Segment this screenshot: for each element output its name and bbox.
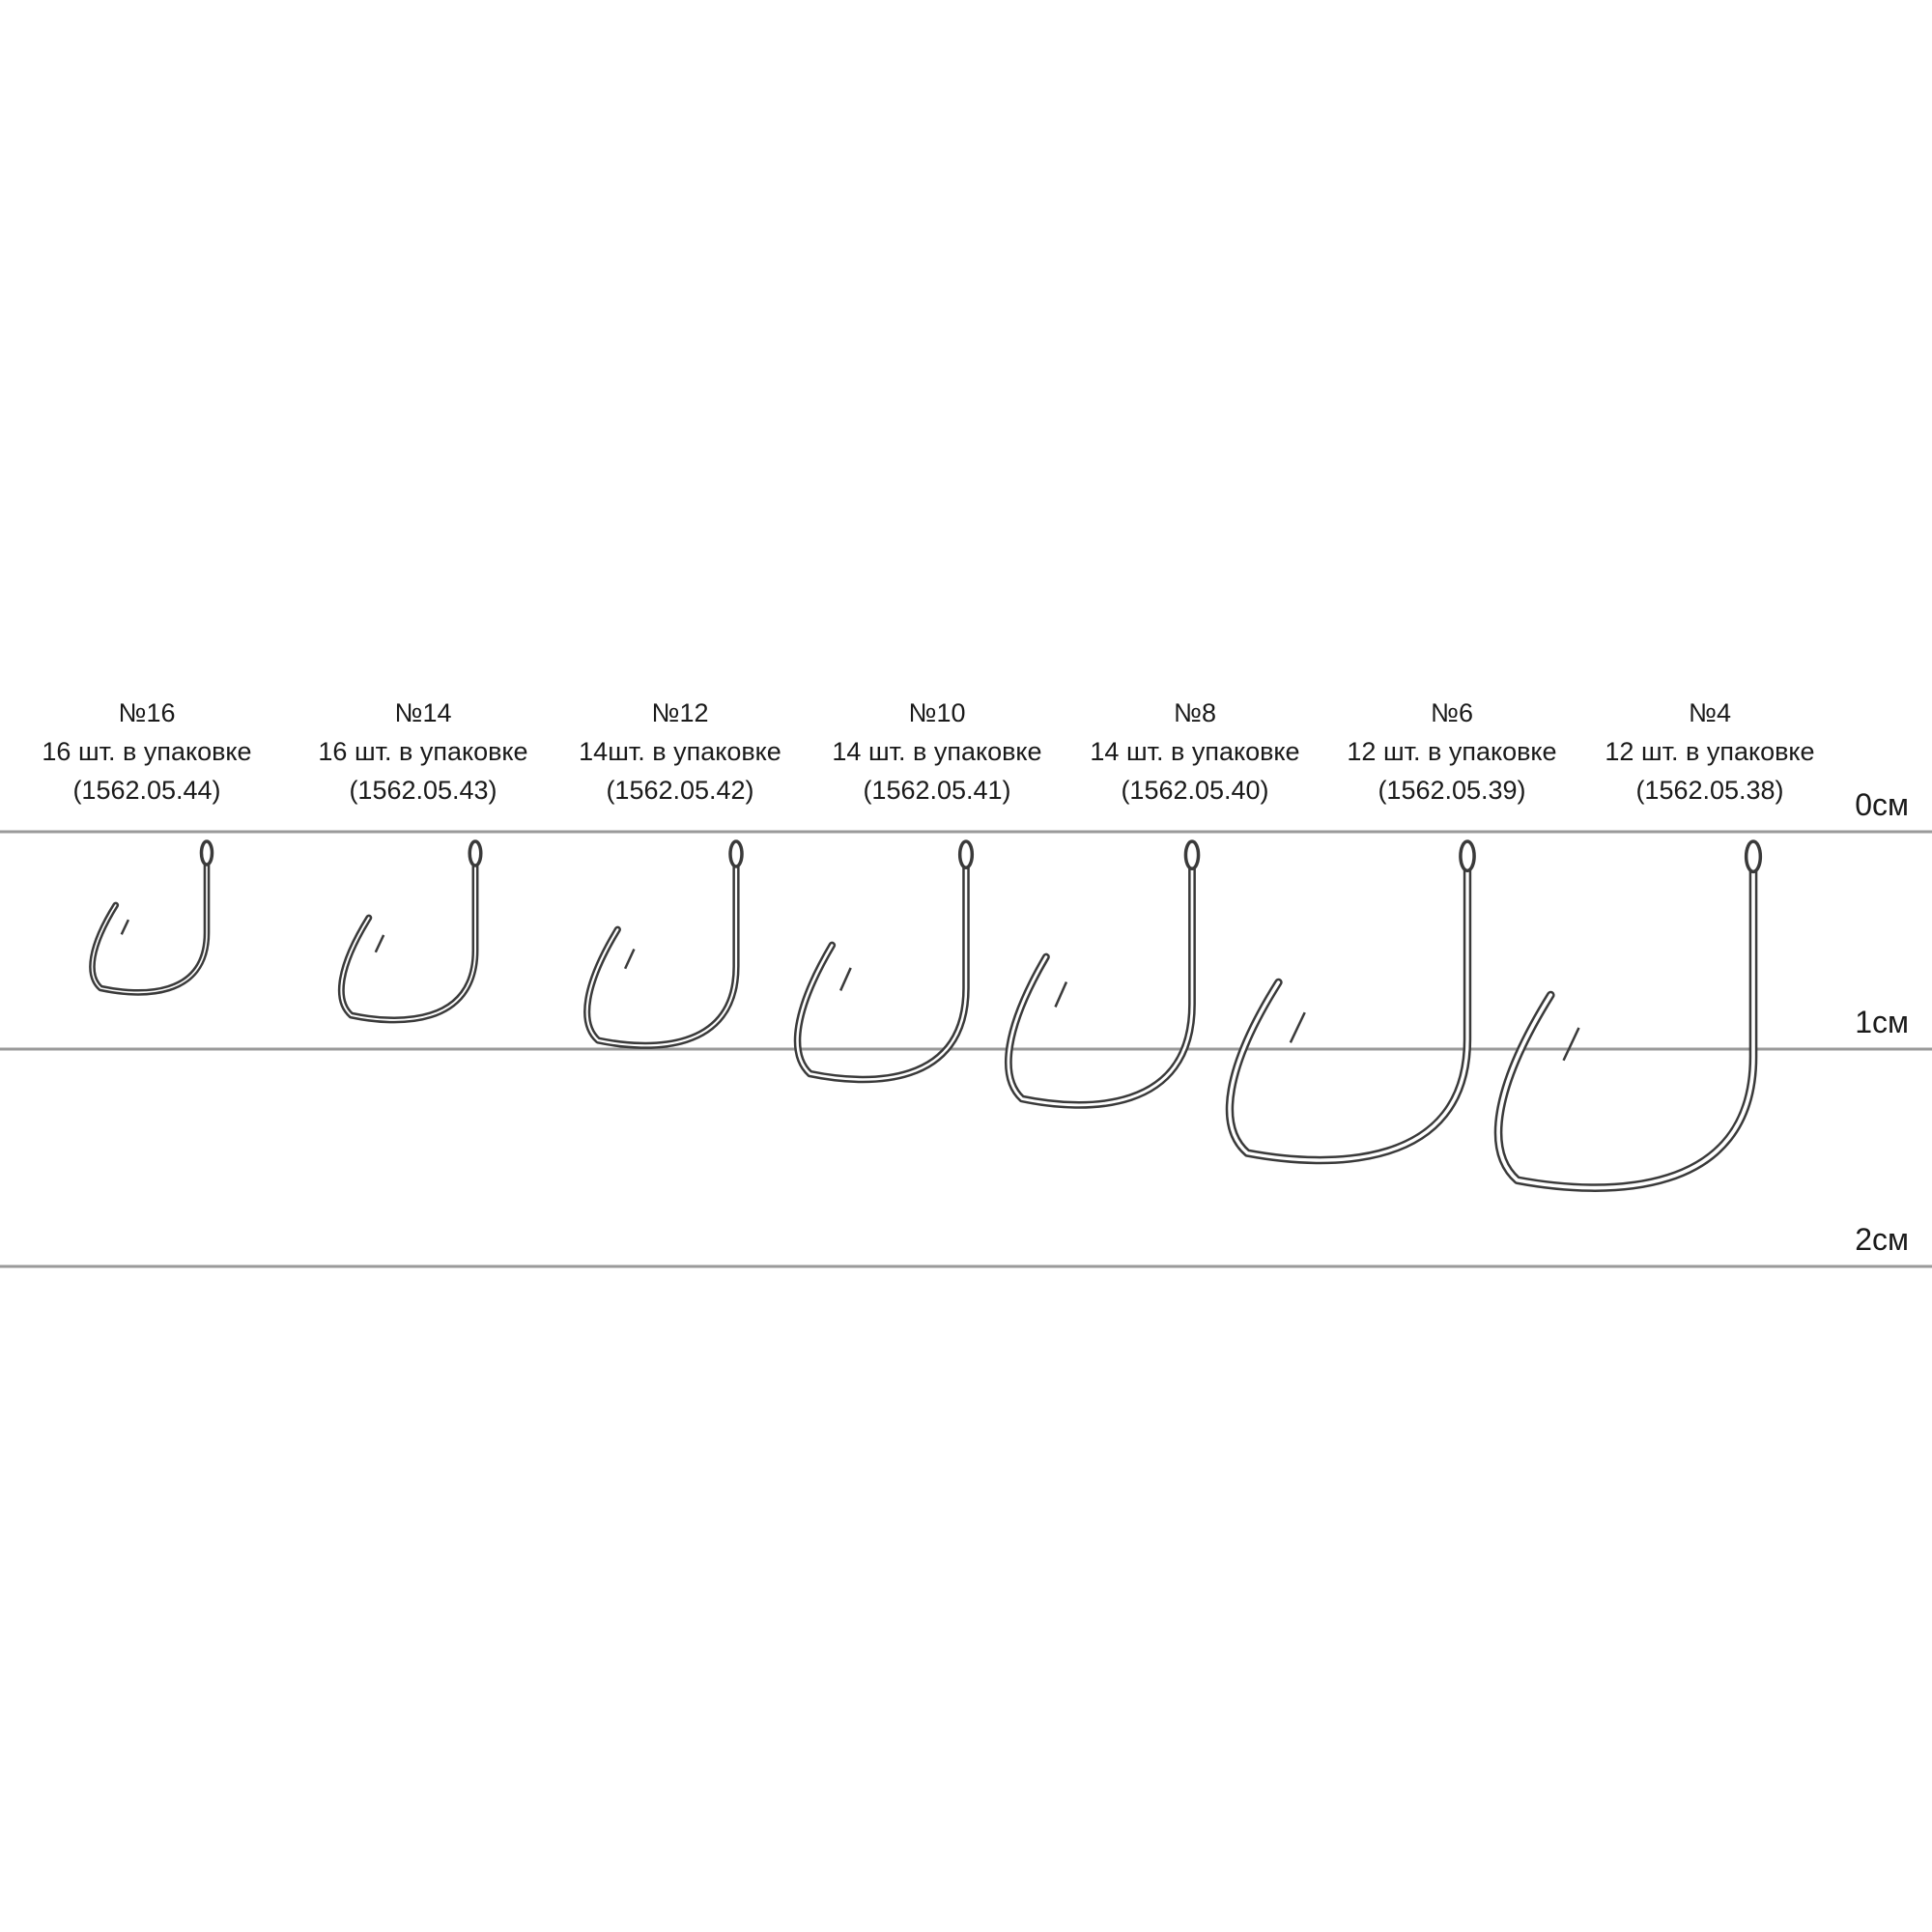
hook-label-6: №4 12 шт. в упаковке (1562.05.38) xyxy=(1584,694,1835,810)
hook-wire-highlight xyxy=(1228,857,1469,1162)
scale-label-1cm: 1см xyxy=(1855,1005,1909,1039)
hook-size: №10 xyxy=(908,698,966,727)
hook-count: 14шт. в упаковке xyxy=(579,737,781,766)
fishing-hook-icon xyxy=(583,839,744,1049)
hook-size: №16 xyxy=(118,698,176,727)
fishing-hook-icon xyxy=(1493,839,1763,1192)
scale-label-2cm: 2см xyxy=(1855,1222,1909,1257)
hook-barb xyxy=(1562,1027,1580,1062)
hook-wire-highlight xyxy=(340,858,476,1021)
hook-label-2: №12 14шт. в упаковке (1562.05.42) xyxy=(554,694,806,810)
hook-label-0: №16 16 шт. в упаковке (1562.05.44) xyxy=(21,694,272,810)
hook-size: №14 xyxy=(394,698,452,727)
hook-code: (1562.05.42) xyxy=(606,776,754,805)
hook-barb xyxy=(1289,1011,1306,1043)
hook-barb xyxy=(120,919,130,935)
hook-code: (1562.05.40) xyxy=(1121,776,1269,805)
hook-wire xyxy=(1225,854,1472,1165)
hook-label-4: №8 14 шт. в упаковке (1562.05.40) xyxy=(1069,694,1321,810)
hook-barb xyxy=(838,967,852,991)
hook-barb xyxy=(374,934,385,953)
hook-wire-highlight xyxy=(91,858,208,994)
fishing-hook-icon xyxy=(1005,839,1201,1109)
hook-wire xyxy=(1493,854,1758,1192)
hook-wire xyxy=(89,855,211,996)
hook-wire-highlight xyxy=(796,857,968,1081)
scale-label-0cm: 0см xyxy=(1855,787,1909,822)
hook-size: №6 xyxy=(1431,698,1473,727)
hook-barb xyxy=(623,948,636,970)
hook-count: 14 шт. в упаковке xyxy=(1090,737,1300,766)
hook-wire xyxy=(337,855,479,1024)
hook-code: (1562.05.38) xyxy=(1635,776,1784,805)
hook-count: 14 шт. в упаковке xyxy=(832,737,1042,766)
hook-code: (1562.05.41) xyxy=(863,776,1011,805)
hook-count: 12 шт. в упаковке xyxy=(1605,737,1815,766)
fishing-hook-icon xyxy=(89,839,214,996)
hook-barb xyxy=(1054,981,1068,1008)
hook-label-5: №6 12 шт. в упаковке (1562.05.39) xyxy=(1326,694,1577,810)
hook-count: 16 шт. в упаковке xyxy=(42,737,252,766)
hook-wire xyxy=(1005,855,1196,1109)
hook-wire xyxy=(583,855,740,1049)
hook-eye xyxy=(1183,839,1201,870)
hook-wire-highlight xyxy=(1496,857,1755,1190)
hook-count: 12 шт. в упаковке xyxy=(1347,737,1557,766)
hook-size: №8 xyxy=(1174,698,1216,727)
hook-eye xyxy=(1744,839,1763,874)
fishing-hook-icon xyxy=(1225,839,1476,1165)
hook-eye xyxy=(199,839,214,867)
hook-eye xyxy=(957,839,975,870)
fishing-hook-icon xyxy=(793,839,975,1084)
hook-code: (1562.05.44) xyxy=(72,776,221,805)
hook-label-3: №10 14 шт. в упаковке (1562.05.41) xyxy=(811,694,1063,810)
hook-size: №12 xyxy=(651,698,709,727)
hook-wire-highlight xyxy=(1007,857,1194,1107)
hook-wire-highlight xyxy=(585,857,738,1047)
hook-label-1: №14 16 шт. в упаковке (1562.05.43) xyxy=(298,694,549,810)
hook-code: (1562.05.43) xyxy=(349,776,497,805)
hook-size: №4 xyxy=(1689,698,1731,727)
hook-code: (1562.05.39) xyxy=(1378,776,1526,805)
fishing-hook-icon xyxy=(337,839,483,1024)
hook-eye xyxy=(728,839,744,868)
hook-count: 16 шт. в упаковке xyxy=(318,737,528,766)
hook-eye xyxy=(1459,839,1476,873)
hook-wire xyxy=(793,855,970,1084)
hook-eye xyxy=(468,839,483,867)
